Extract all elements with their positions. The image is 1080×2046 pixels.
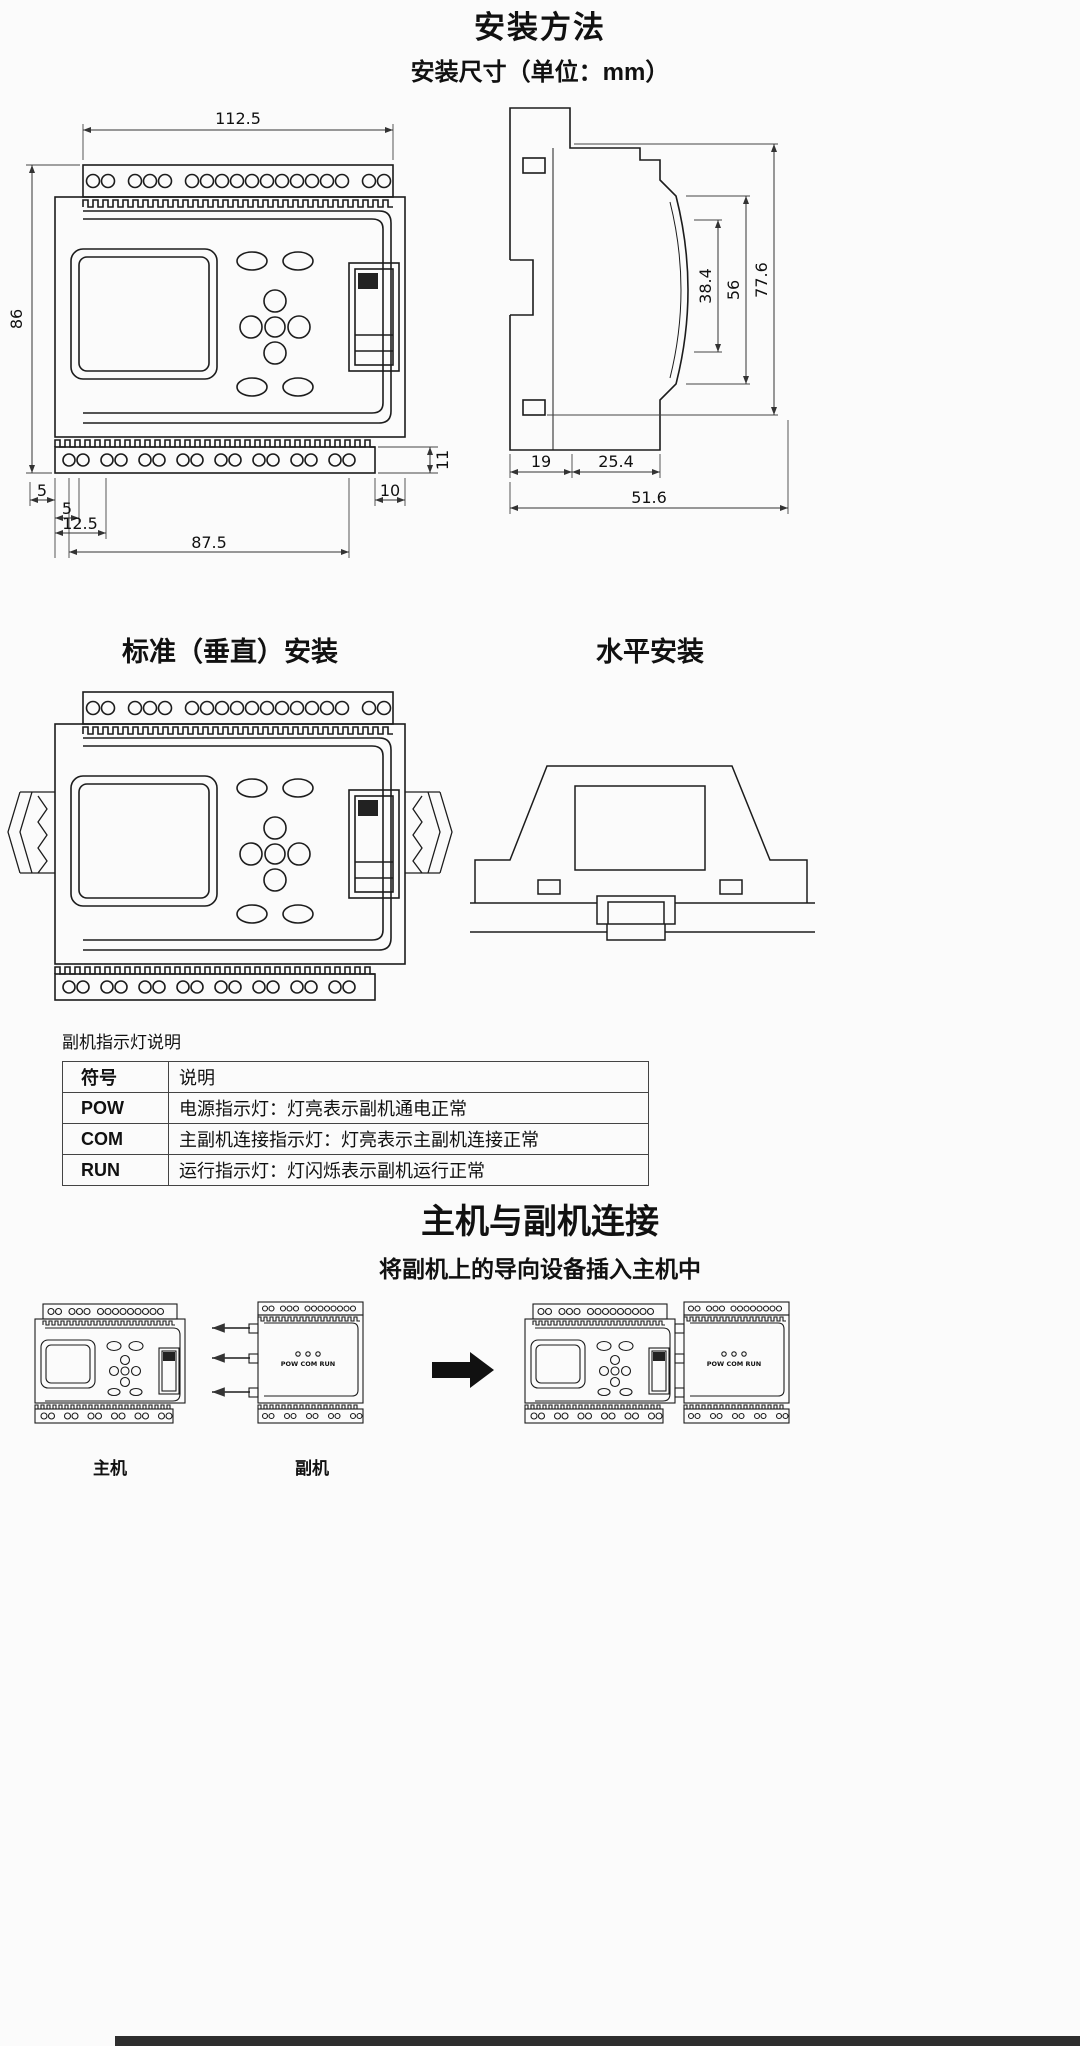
table-row: COM 主副机连接指示灯：灯亮表示主副机连接正常 [62,1123,649,1155]
dim-height: 86 [7,309,26,329]
clip-bottom [522,399,546,416]
dim-77-6: 77.6 [752,262,771,298]
din-rail-notch [510,259,534,316]
dim-51-6: 51.6 [631,488,667,507]
table-header-row: 符号 说明 [62,1061,649,1093]
col-header-desc: 说明 [168,1061,649,1093]
connection-title: 主机与副机连接 [421,1203,659,1241]
vertical-mount-label: 标准（垂直）安装 [122,637,338,667]
dim-width: 112.5 [215,109,261,128]
col-header-symbol: 符号 [62,1061,169,1093]
cell-symbol-com: COM [62,1123,169,1155]
page-subtitle: 安装尺寸（单位：mm） [410,59,670,86]
indicator-table: 符号 说明 POW 电源指示灯：灯亮表示副机通电正常 COM 主副机连接指示灯：… [62,1061,649,1186]
connection-diagram: 主机 副机 [34,1301,790,1479]
indicator-section: 副机指示灯说明 符号 说明 POW 电源指示灯：灯亮表示副机通电正常 COM 主… [62,1028,649,1186]
dim-25-4: 25.4 [598,452,634,471]
vertical-mount-drawing [7,691,453,1001]
front-view-drawing: 112.5 86 5 10 5 12.5 87.5 11 [7,109,452,558]
base-slot-left [537,879,561,895]
indicator-caption: 副机指示灯说明 [62,1033,181,1052]
page-title: 安装方法 [474,10,606,45]
din-rail-left [7,791,55,874]
table-row: RUN 运行指示灯：灯闪烁表示副机运行正常 [62,1154,649,1186]
dimension-lines [510,144,788,511]
slave-label: 副机 [295,1458,329,1479]
rail-clip [596,895,676,941]
dim-5a: 5 [37,481,47,500]
module-face-window [574,785,706,871]
extension-lines [26,124,438,558]
dim-11: 11 [433,450,452,470]
module-silhouette [474,765,808,903]
dim-19: 19 [531,452,551,471]
cell-desc-pow: 电源指示灯：灯亮表示副机通电正常 [168,1092,649,1124]
dim-5b: 5 [62,499,72,518]
master-label: 主机 [93,1458,127,1479]
clip-top [522,157,546,174]
insert-arrows [212,1323,250,1397]
din-rail-right [405,791,453,874]
connection-subtitle: 将副机上的导向设备插入主机中 [379,1256,701,1282]
table-row: POW 电源指示灯：灯亮表示副机通电正常 [62,1092,649,1124]
cell-symbol-run: RUN [62,1154,169,1186]
cell-desc-run: 运行指示灯：灯闪烁表示副机运行正常 [168,1154,649,1186]
dim-12-5: 12.5 [62,514,98,533]
horizontal-mount-label: 水平安装 [596,637,704,667]
next-page-edge [115,2036,1080,2046]
dim-56: 56 [724,280,743,300]
dim-87-5: 87.5 [191,533,227,552]
base-slot-right [719,879,743,895]
dim-38-4: 38.4 [696,268,715,304]
dim-10: 10 [380,481,400,500]
connect-arrow [432,1352,494,1388]
horizontal-mount-drawing [470,765,815,941]
rail-clip-inner [607,901,665,925]
side-view-drawing: 38.4 56 77.6 19 25.4 51.6 [507,107,789,514]
cell-desc-com: 主副机连接指示灯：灯亮表示主副机连接正常 [168,1123,649,1155]
dimension-lines [29,127,433,555]
cell-symbol-pow: POW [62,1092,169,1124]
plc-module-side [507,107,689,451]
